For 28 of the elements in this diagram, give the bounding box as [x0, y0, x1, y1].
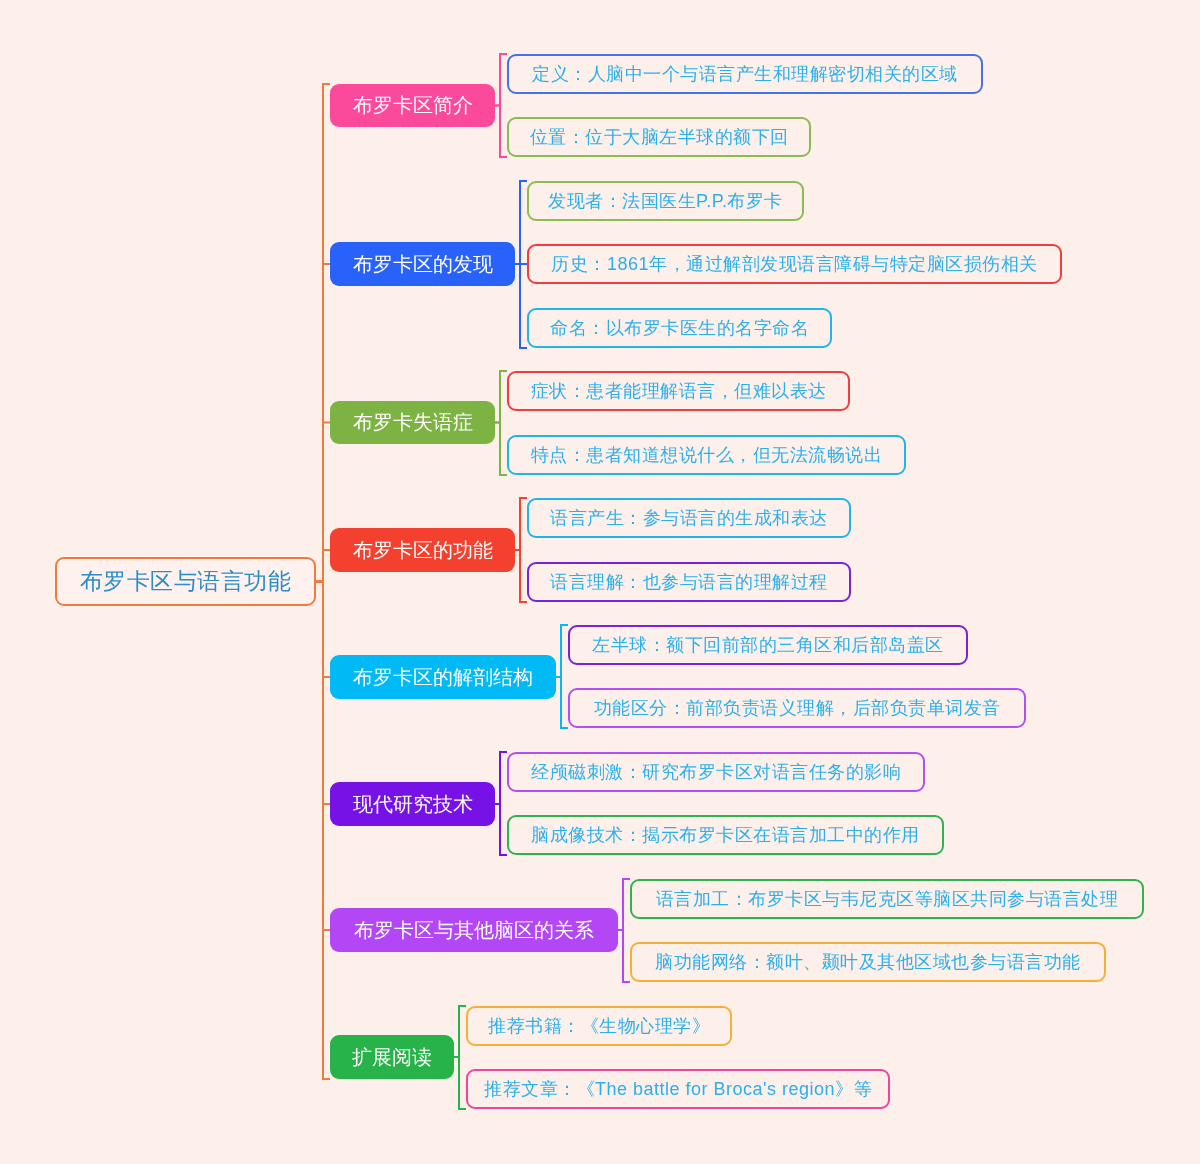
subtopic-box: 历史：1861年，通过解剖发现语言障碍与特定脑区损伤相关 — [527, 244, 1062, 284]
branch-topic-box: 现代研究技术 — [330, 782, 495, 826]
subtopic-box: 脑功能网络：额叶、颞叶及其他区域也参与语言功能 — [630, 942, 1106, 982]
subtopic-box: 语言加工：布罗卡区与韦尼克区等脑区共同参与语言处理 — [630, 879, 1144, 919]
branch-topic-box: 扩展阅读 — [330, 1035, 454, 1079]
branch-topic-box: 布罗卡区的发现 — [330, 242, 515, 286]
subtopic-box: 症状：患者能理解语言，但难以表达 — [507, 371, 850, 411]
subtopic-box: 发现者：法国医生P.P.布罗卡 — [527, 181, 804, 221]
branch-topic-box: 布罗卡区的解剖结构 — [330, 655, 556, 699]
subtopic-box: 语言产生：参与语言的生成和表达 — [527, 498, 851, 538]
subtopic-box: 位置：位于大脑左半球的额下回 — [507, 117, 811, 157]
subtopic-box: 定义：人脑中一个与语言产生和理解密切相关的区域 — [507, 54, 983, 94]
branch-topic-box: 布罗卡失语症 — [330, 401, 495, 444]
subtopic-box: 特点：患者知道想说什么，但无法流畅说出 — [507, 435, 906, 475]
subtopic-box: 命名：以布罗卡医生的名字命名 — [527, 308, 832, 348]
branch-topic-box: 布罗卡区的功能 — [330, 528, 515, 572]
central-topic-box: 布罗卡区与语言功能 — [55, 557, 316, 606]
subtopic-box: 语言理解：也参与语言的理解过程 — [527, 562, 851, 602]
subtopic-box: 经颅磁刺激：研究布罗卡区对语言任务的影响 — [507, 752, 925, 792]
branch-topic-box: 布罗卡区与其他脑区的关系 — [330, 908, 618, 952]
subtopic-box: 推荐书籍：《生物心理学》 — [466, 1006, 732, 1046]
subtopic-box: 左半球：额下回前部的三角区和后部岛盖区 — [568, 625, 968, 665]
connector-line — [494, 104, 508, 158]
subtopic-box: 推荐文章：《The battle for Broca's region》等 — [466, 1069, 891, 1109]
branch-topic-box: 布罗卡区简介 — [330, 84, 495, 127]
subtopic-box: 脑成像技术：揭示布罗卡区在语言加工中的作用 — [507, 815, 944, 855]
connector-line — [494, 421, 508, 476]
subtopic-box: 功能区分：前部负责语义理解，后部负责单词发音 — [568, 688, 1026, 728]
